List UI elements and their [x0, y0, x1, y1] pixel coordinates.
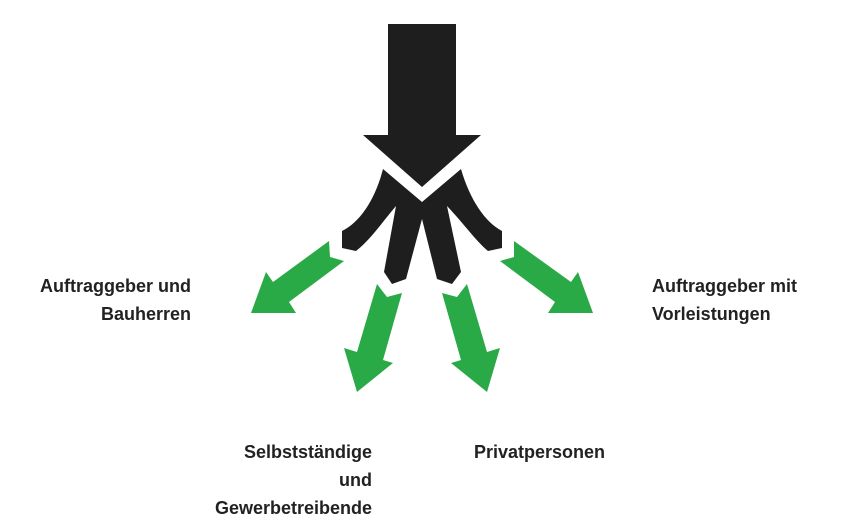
label-line: Auftraggeber mit	[652, 276, 798, 296]
label-line: Gewerbetreibende	[214, 498, 372, 518]
forked-branches-icon	[342, 169, 502, 284]
main-down-arrow-icon	[363, 24, 481, 187]
green-arrow-right-icon	[500, 241, 593, 313]
green-arrow-left-icon	[251, 241, 344, 313]
label-line: Privatpersonen	[474, 442, 606, 462]
label-selbststaendige: Selbstständige und Gewerbetreibende	[215, 438, 372, 522]
label-auftraggeber-bauherren: Auftraggeber und Bauherren	[40, 272, 191, 328]
label-line: und	[339, 470, 372, 490]
label-line: Bauherren	[100, 304, 191, 324]
label-auftraggeber-vorleistungen: Auftraggeber mit Vorleistungen	[652, 272, 797, 328]
green-arrow-bottom-right-icon	[442, 284, 500, 392]
label-line: Auftraggeber und	[40, 276, 191, 296]
label-line: Vorleistungen	[652, 304, 771, 324]
green-arrow-bottom-left-icon	[344, 284, 402, 392]
label-line: Selbstständige	[243, 442, 372, 462]
label-privatpersonen: Privatpersonen	[474, 438, 605, 466]
